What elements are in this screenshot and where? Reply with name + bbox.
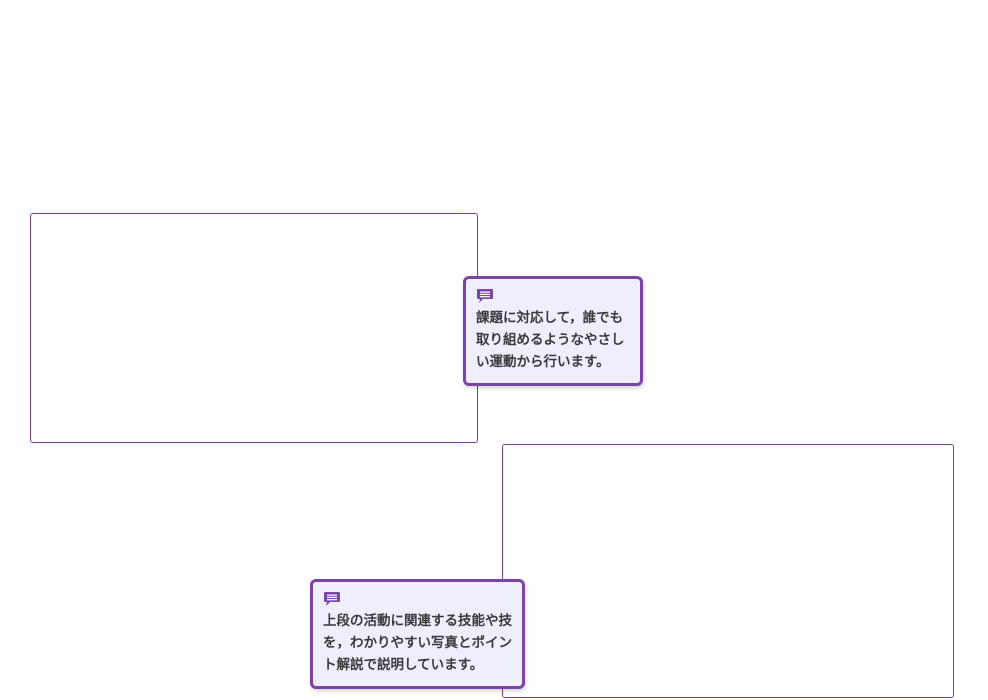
callout-text: 課題に対応して，誰でも取り組めるようなやさしい運動から行います。 bbox=[476, 310, 625, 370]
callout-note-2: 上段の活動に関連する技能や技を，わかりやすい写真とポイント解説で説明しています。 bbox=[310, 579, 525, 689]
image-frame-lower bbox=[502, 444, 954, 698]
comment-bubble-icon bbox=[324, 592, 340, 606]
callout-text: 上段の活動に関連する技能や技を，わかりやすい写真とポイント解説で説明しています。 bbox=[323, 613, 512, 673]
callout-note-1: 課題に対応して，誰でも取り組めるようなやさしい運動から行います。 bbox=[463, 276, 643, 386]
image-frame-upper bbox=[30, 213, 478, 443]
comment-bubble-icon bbox=[477, 289, 493, 303]
